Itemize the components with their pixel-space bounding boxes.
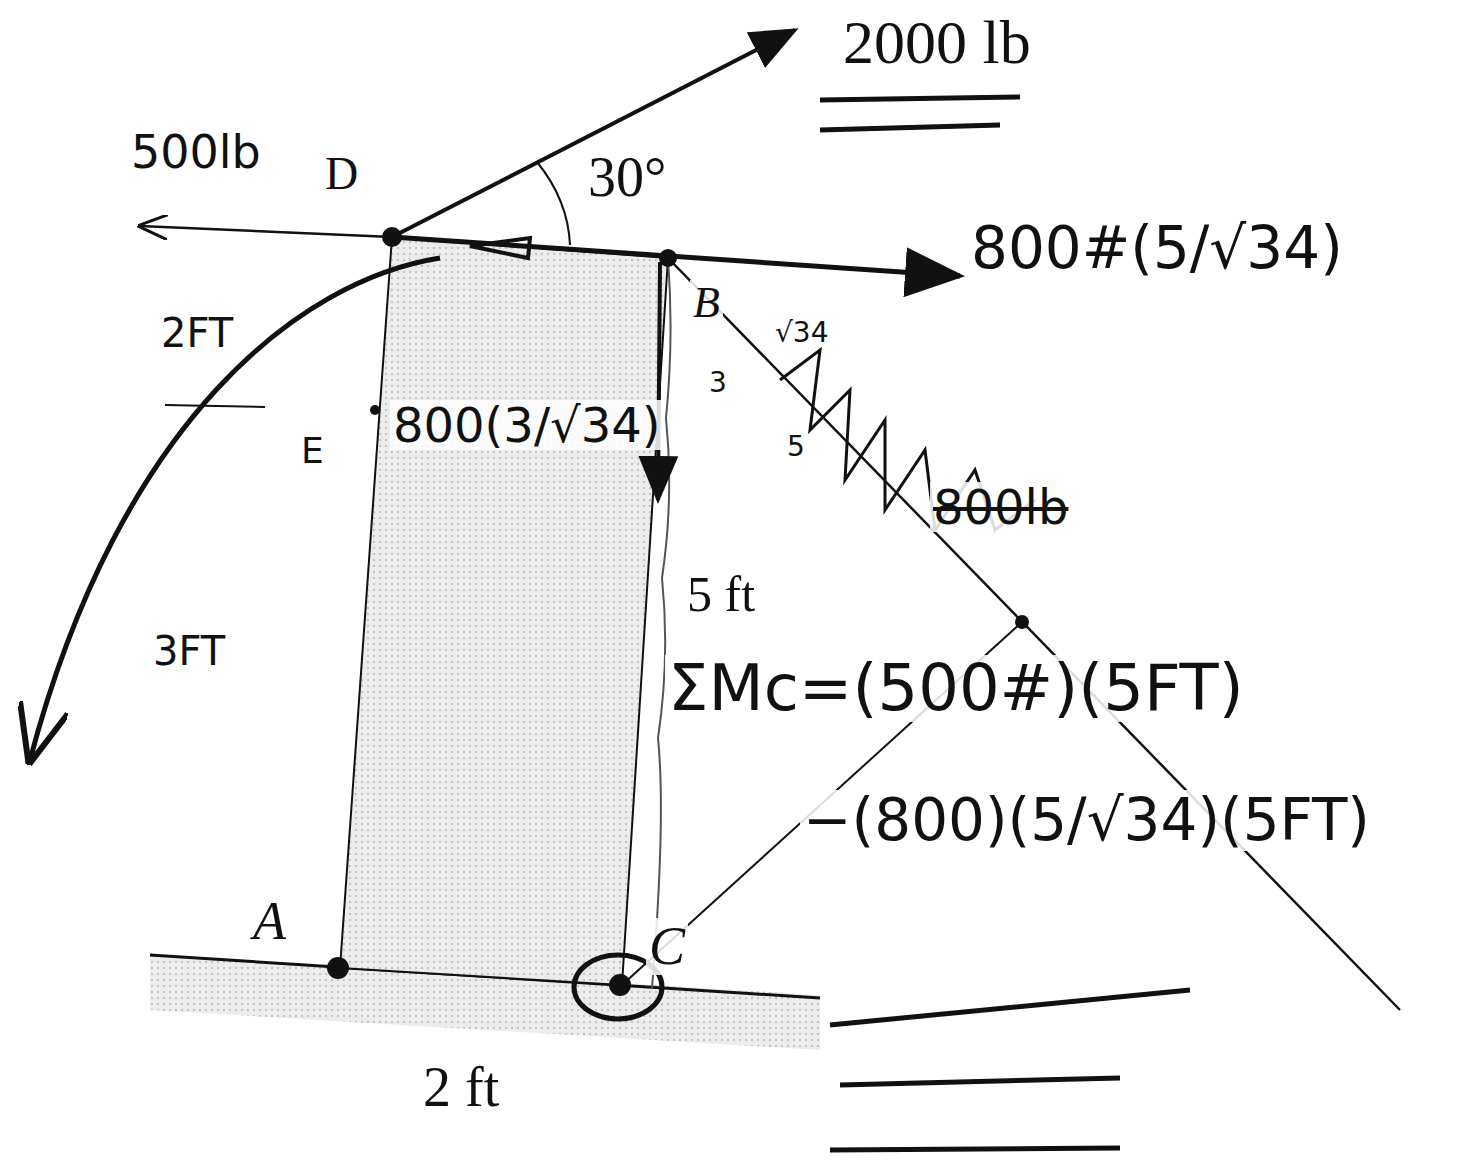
diagram-label: ΣMc=(500#)(5FT) xyxy=(665,655,1247,722)
diagram-label: 2FT xyxy=(158,312,236,354)
underline xyxy=(820,97,1020,130)
force-arrow xyxy=(658,262,660,500)
diagram-label: D xyxy=(322,150,361,198)
diagram-label: C xyxy=(646,918,688,975)
diagram-label: 30° xyxy=(585,148,669,207)
member-line xyxy=(668,258,1400,1010)
block xyxy=(340,237,668,985)
diagram-label: 5 ft xyxy=(684,568,758,621)
diagram-label: E xyxy=(298,432,327,470)
force-arrow xyxy=(392,30,795,237)
force-arrow xyxy=(392,237,960,276)
diagram-label: √34 xyxy=(772,318,831,347)
arrowhead xyxy=(470,238,530,258)
diagram-label: 800#(5/√34) xyxy=(968,218,1346,279)
force-arrow xyxy=(140,226,392,237)
moment-arrow xyxy=(30,258,440,760)
diagram-label: −(800)(5/√34)(5FT) xyxy=(800,790,1373,851)
angle-arc xyxy=(537,162,570,245)
diagram-label: 3FT xyxy=(150,630,228,672)
diagram-label: B xyxy=(690,280,723,326)
point-dot xyxy=(327,957,349,979)
tick xyxy=(165,405,265,407)
point-dot xyxy=(382,227,402,247)
diagram-label: A xyxy=(250,893,289,950)
wavy-edge xyxy=(652,258,671,988)
point-dot xyxy=(370,405,380,415)
point-dot xyxy=(1015,615,1029,629)
diagram-label: 2 ft xyxy=(420,1058,502,1117)
diagram-label: 5 xyxy=(784,432,808,461)
diagram-label: 500lb xyxy=(128,128,264,176)
underline xyxy=(830,990,1190,1150)
diagram-label: 3 xyxy=(706,368,730,397)
point-dot xyxy=(609,974,631,996)
diagram-label: 2000 lb xyxy=(840,10,1034,75)
diagram-label: 800(3/√34) xyxy=(390,400,663,450)
point-dot xyxy=(659,249,677,267)
diagram-label: 800lb xyxy=(930,482,1071,532)
